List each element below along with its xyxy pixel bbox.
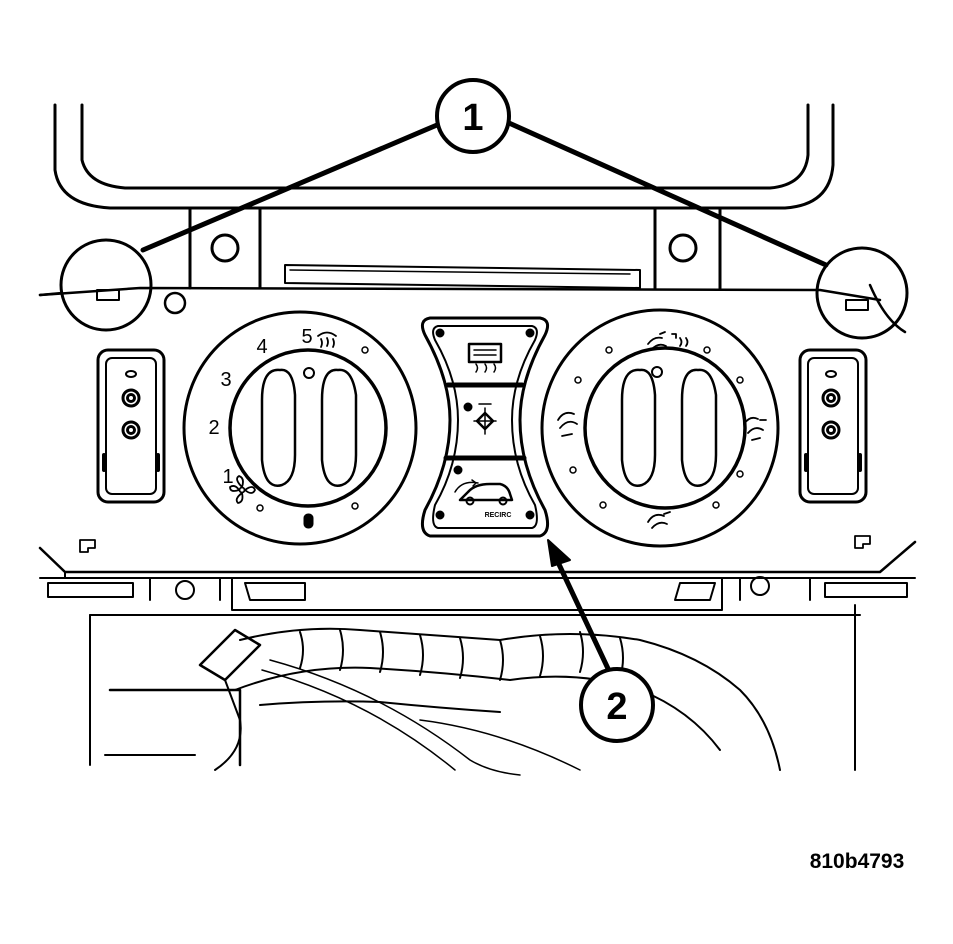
center-button-strip (420, 316, 550, 538)
recirc-button-label: RECIRC (485, 512, 512, 519)
rear-defrost-icon (467, 342, 503, 373)
blower-speed-knob[interactable] (182, 310, 418, 546)
callout-2-label: 2 (606, 686, 627, 728)
floor-panel-vent-icon (743, 416, 767, 441)
mix-mode-icon (647, 331, 689, 351)
callout-2-bubble (579, 667, 655, 743)
callout-1-leader-right (506, 120, 829, 268)
fan-speed-5: 5 (301, 326, 312, 348)
wiring-harness (198, 627, 781, 776)
rear-defrost-button[interactable] (467, 342, 503, 373)
mode-selector-knob[interactable] (540, 308, 780, 548)
fan-speed-4: 4 (256, 336, 267, 358)
callout-2-arrowhead (547, 539, 571, 567)
callout-1-leader-left (140, 122, 440, 253)
callout-1-bubble (435, 78, 511, 154)
upper-bezel-opening (53, 103, 835, 290)
lower-trim (38, 535, 917, 611)
fan-speed-2: 2 (208, 417, 219, 439)
right-side-switch-bank (798, 348, 868, 504)
clip-highlight-right (815, 246, 909, 340)
callout-2-leader (553, 555, 614, 678)
under-dash-housing (89, 604, 861, 771)
fan-icon (229, 475, 256, 504)
recirc-button[interactable] (454, 479, 514, 506)
floor-vent-icon (647, 511, 671, 529)
fan-speed-3: 3 (220, 369, 231, 391)
left-side-switch-bank (96, 348, 166, 504)
ac-button[interactable] (473, 403, 497, 435)
figure-code: 810b4793 (810, 850, 905, 873)
clip-highlight-left (38, 238, 153, 332)
recirc-car-icon (454, 479, 514, 506)
defrost-icon (317, 331, 337, 348)
panel-vent-icon (557, 411, 578, 437)
hvac-faceplate (38, 286, 882, 315)
callout-1-label: 1 (462, 97, 483, 139)
ac-snowflake-icon (473, 407, 497, 435)
fan-speed-1: 1 (222, 466, 233, 488)
